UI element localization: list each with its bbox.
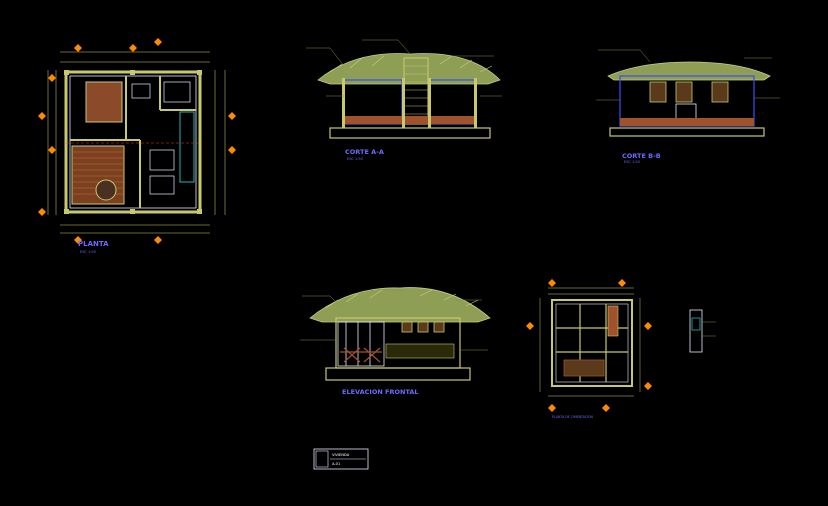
title-block-logo — [315, 450, 329, 468]
elevation-title: ELEVACION FRONTAL — [342, 388, 419, 396]
title-block[interactable]: VIVIENDA A-01 — [313, 448, 369, 470]
section-aa-scale: ESC 1:50 — [347, 157, 363, 161]
section-bb-leaders — [596, 49, 780, 101]
section-aa-title: CORTE A-A — [345, 148, 384, 156]
floor-plan: PLANTA ESC 1:50 — [38, 38, 236, 254]
title-block-project: VIVIENDA — [332, 453, 350, 457]
detail-inner — [691, 317, 701, 331]
elevation-railing — [340, 347, 382, 363]
section-bb-door — [675, 103, 697, 121]
construction-detail — [689, 309, 716, 353]
elevation-foundation — [325, 367, 471, 381]
section-aa-leaders — [306, 39, 502, 97]
plan-grid-markers — [38, 38, 236, 244]
section-bb-windows — [649, 81, 729, 103]
foundation-title: PLANTA DE CIMENTACION — [552, 415, 594, 419]
plan-furniture — [131, 81, 191, 195]
foundation-grid-markers — [526, 279, 652, 412]
foundation-slab — [563, 359, 605, 377]
section-b-b: CORTE B-B ESC 1:50 — [596, 49, 780, 164]
plan-kitchen-counter — [179, 111, 195, 183]
elevation-lower-panel — [385, 343, 455, 359]
elevation-thatch-texture — [325, 289, 479, 309]
elevation-thatch-roof — [309, 287, 491, 323]
section-bb-floor — [620, 118, 754, 126]
detail-outline — [689, 309, 703, 353]
plan-title: PLANTA — [78, 240, 109, 248]
detail-leaders — [702, 321, 716, 337]
section-aa-thatch-texture — [329, 55, 493, 73]
foundation-dimension-lines — [539, 287, 641, 397]
plan-partitions — [70, 76, 196, 208]
section-aa-foundation — [329, 127, 491, 139]
plan-round-table — [95, 179, 117, 201]
front-elevation: ELEVACION FRONTAL — [300, 287, 491, 396]
elevation-porch-frame — [337, 321, 385, 367]
section-aa-posts — [342, 78, 477, 128]
plan-bedroom — [85, 81, 123, 123]
section-aa-stair-treads — [404, 65, 428, 115]
title-block-frame — [313, 448, 369, 470]
foundation-footing — [607, 305, 619, 337]
section-bb-thatch-roof — [607, 61, 771, 81]
foundation-inner — [555, 303, 629, 383]
plan-inner-wall — [69, 75, 197, 209]
section-bb-scale: ESC 1:50 — [624, 160, 640, 164]
section-bb-title: CORTE B-B — [622, 152, 661, 160]
plan-dimension-lines — [47, 51, 226, 234]
plan-scale: ESC 1:50 — [80, 250, 96, 254]
plan-columns — [64, 70, 202, 214]
section-aa-thatch-roof — [317, 53, 501, 85]
title-block-sheet: A-01 — [332, 462, 340, 466]
section-bb-foundation — [609, 127, 765, 137]
elevation-leaders — [300, 289, 488, 351]
section-aa-floor — [344, 116, 476, 124]
elevation-windows — [401, 321, 445, 333]
foundation-perimeter — [551, 299, 633, 387]
section-a-a: CORTE A-A ESC 1:50 — [306, 39, 502, 161]
foundation-plan: PLANTA DE CIMENTACION — [526, 279, 652, 419]
